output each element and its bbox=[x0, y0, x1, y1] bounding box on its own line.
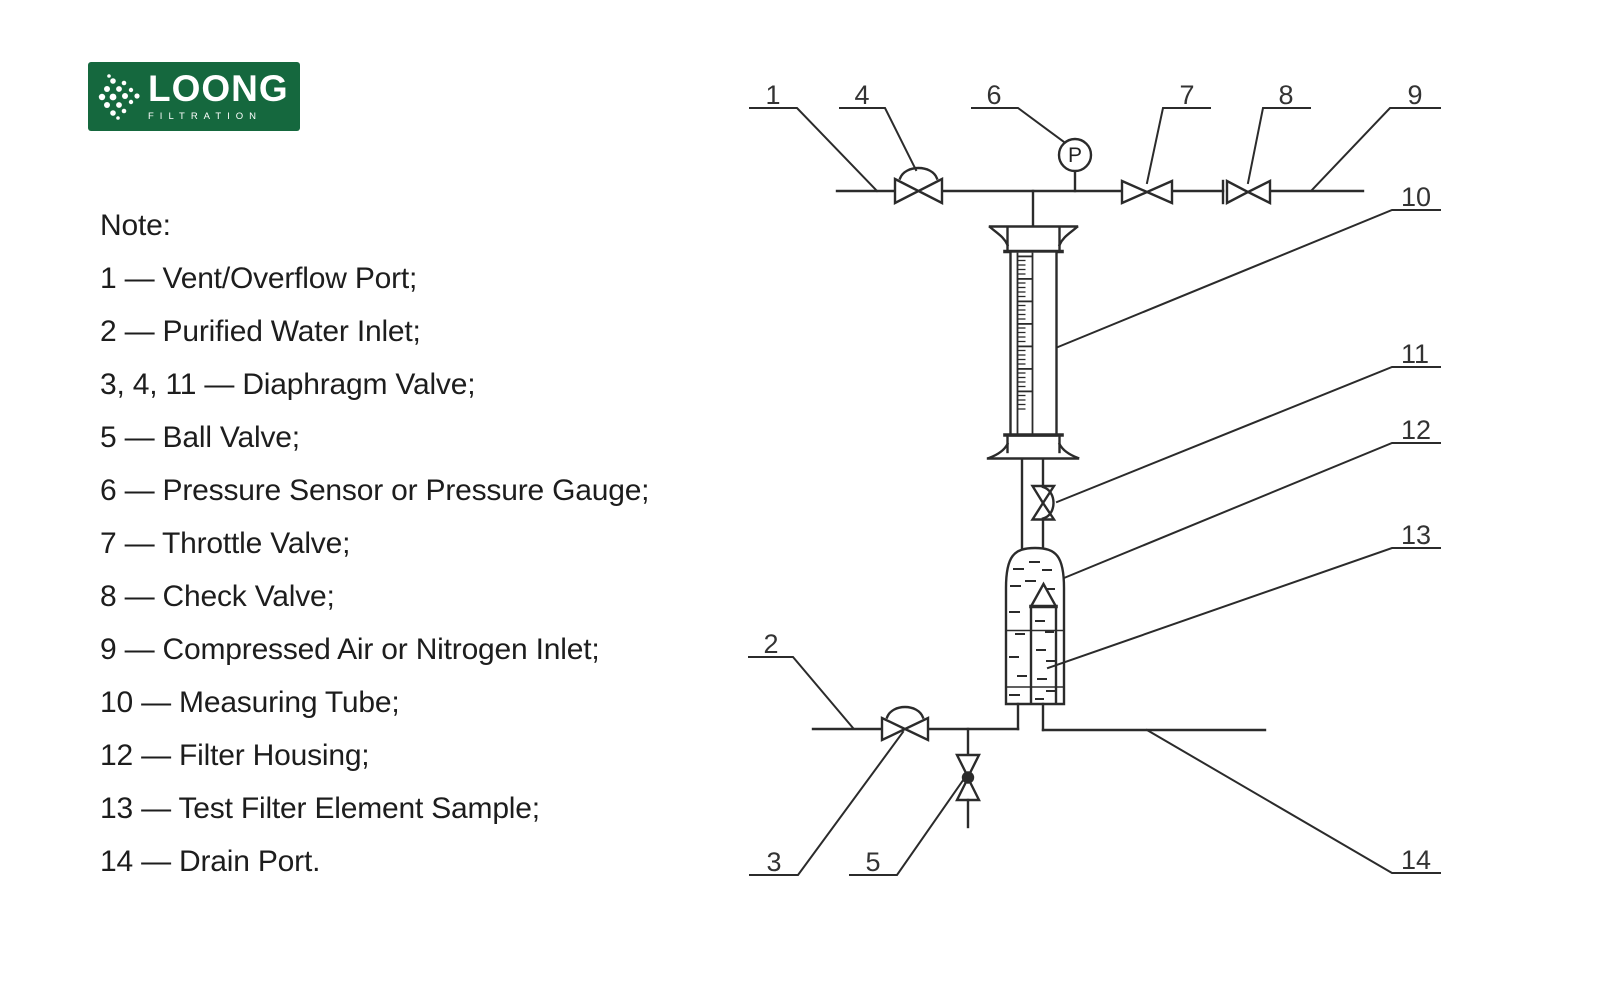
note-item: 8 — Check Valve; bbox=[100, 580, 335, 613]
leader-7 bbox=[1145, 107, 1211, 185]
note-item: 13 — Test Filter Element Sample; bbox=[100, 792, 540, 825]
leader-14 bbox=[1145, 728, 1441, 874]
note-item: 6 — Pressure Sensor or Pressure Gauge; bbox=[100, 474, 650, 507]
callout-14: 14 bbox=[1401, 845, 1431, 875]
leader-12 bbox=[1062, 442, 1441, 580]
callout-4: 4 bbox=[854, 80, 869, 110]
note-item: 12 — Filter Housing; bbox=[100, 739, 370, 772]
filter-housing bbox=[1004, 546, 1066, 732]
gauge-letter: P bbox=[1068, 144, 1082, 167]
top-pipe bbox=[835, 189, 1365, 228]
diaphragm-valve-11 bbox=[1030, 484, 1057, 521]
bottom-pipe-left bbox=[811, 727, 1020, 757]
liquid-dashes bbox=[1035, 620, 1055, 700]
leader-6 bbox=[971, 107, 1066, 144]
leader-9 bbox=[1310, 107, 1441, 192]
callout-6: 6 bbox=[986, 80, 1001, 110]
leader-3 bbox=[749, 730, 905, 876]
ball-valve-5 bbox=[955, 753, 981, 829]
measuring-tube bbox=[986, 225, 1080, 460]
pressure-gauge bbox=[1057, 137, 1093, 193]
test-filter-element bbox=[1029, 581, 1058, 705]
note-item: 5 — Ball Valve; bbox=[100, 421, 300, 454]
note-item: 7 — Throttle Valve; bbox=[100, 527, 351, 560]
leader-11 bbox=[1055, 366, 1441, 504]
note-item: 14 — Drain Port. bbox=[100, 845, 321, 878]
leader-13 bbox=[1046, 547, 1441, 670]
callout-11: 11 bbox=[1401, 339, 1429, 369]
throttle-valve-7 bbox=[1120, 179, 1174, 205]
callout-1: 1 bbox=[765, 80, 780, 110]
logo-subtitle: FILTRATION bbox=[148, 111, 263, 122]
callout-leaders bbox=[748, 107, 1441, 876]
leader-5 bbox=[849, 774, 968, 876]
callout-10: 10 bbox=[1401, 182, 1431, 212]
note-item: 10 — Measuring Tube; bbox=[100, 686, 400, 719]
valve-dome bbox=[898, 166, 939, 181]
valve-dome bbox=[885, 705, 925, 720]
dragon-dots-icon bbox=[98, 73, 140, 120]
leader-2 bbox=[748, 656, 855, 730]
loong-logo: LOONG FILTRATION bbox=[88, 62, 300, 131]
callout-9: 9 bbox=[1407, 80, 1422, 110]
leader-10 bbox=[1056, 209, 1441, 349]
note-item: 9 — Compressed Air or Nitrogen Inlet; bbox=[100, 633, 600, 666]
callout-labels: 1 2 3 4 5 6 7 8 9 10 11 12 13 14 P bbox=[763, 80, 1431, 877]
note-title: Note: bbox=[100, 209, 171, 242]
note-legend: Note: 1 — Vent/Overflow Port; 2 — Purifi… bbox=[100, 199, 650, 888]
valve-dome bbox=[1041, 485, 1055, 520]
scale-ticks bbox=[1017, 255, 1033, 413]
diaphragm-valve-3 bbox=[880, 705, 930, 742]
leader-8 bbox=[1246, 107, 1311, 185]
note-item: 3, 4, 11 — Diaphragm Valve; bbox=[100, 368, 476, 401]
logo-text: LOONG FILTRATION bbox=[148, 68, 290, 122]
leader-4 bbox=[839, 107, 918, 172]
callout-13: 13 bbox=[1401, 520, 1431, 550]
callout-12: 12 bbox=[1401, 415, 1431, 445]
check-valve-8 bbox=[1221, 179, 1272, 205]
note-item: 1 — Vent/Overflow Port; bbox=[100, 262, 418, 295]
callout-3: 3 bbox=[766, 847, 781, 877]
note-item: 2 — Purified Water Inlet; bbox=[100, 315, 421, 348]
diaphragm-valve-4 bbox=[893, 166, 944, 205]
callout-8: 8 bbox=[1278, 80, 1293, 110]
callout-5: 5 bbox=[865, 847, 880, 877]
logo-brand: LOONG bbox=[148, 68, 289, 109]
callout-2: 2 bbox=[763, 629, 778, 659]
leader-1 bbox=[749, 107, 879, 193]
callout-7: 7 bbox=[1179, 80, 1194, 110]
tube-to-housing-pipe bbox=[1020, 457, 1045, 552]
